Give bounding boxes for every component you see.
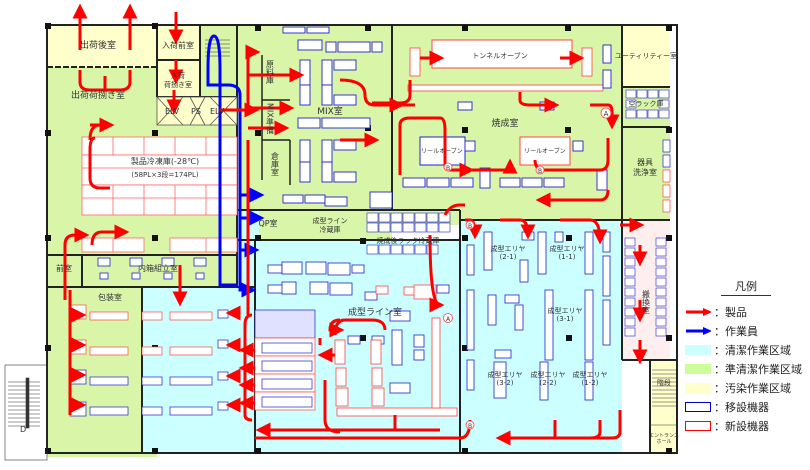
legend-label: ：準清潔作業区域 [714, 362, 802, 376]
label-elv-1: ELV [165, 107, 180, 116]
legend-item-moved-equipment: ：移設機器 [685, 397, 810, 416]
label-packing-room: 包装室 [98, 292, 122, 302]
clean-zone-swatch [685, 344, 711, 355]
markers: A B B A B B [443, 107, 612, 430]
marker-b-2: B [538, 168, 542, 175]
label-area-3-1: 成型エリヤ(3-1) [548, 306, 583, 323]
label-area-1-2: 成型エリヤ(1-2) [573, 370, 608, 387]
legend-item-clean-zone: ：清潔作業区域 [685, 340, 810, 359]
label-area-3-2: 成型エリヤ(3-2) [488, 370, 523, 387]
legend-label: ：新設機器 [714, 419, 769, 433]
moved-equipment-swatch [685, 401, 711, 412]
label-inner-box-room: 内箱組立室 [138, 263, 178, 273]
wash-room-equipment [662, 139, 671, 213]
label-baking-room: 焼成室 [491, 117, 518, 129]
zone-wash [622, 127, 670, 220]
label-front-room: 前室 [56, 263, 72, 273]
label-mix-prep: MIX準備 [266, 103, 275, 135]
legend-item-new-equipment: ：新設機器 [685, 416, 810, 435]
contaminated-zone-swatch [685, 382, 711, 393]
rack-fridge-grid [366, 212, 451, 255]
label-rack-fridge: 焼成後ラック冷蔵庫 [377, 236, 440, 245]
label-material-room: 原料庫 [266, 60, 275, 85]
label-qp-room: QP室 [258, 218, 277, 228]
label-frozen-storage: 製品冷凍庫(-28℃) [131, 156, 199, 166]
label-forming-line-room: 成型ライン室 [348, 306, 402, 318]
stairs-left [4, 364, 48, 461]
label-tool-wash: 器具洗浄室 [633, 158, 657, 177]
columns [45, 23, 672, 454]
zone-shipping-back [47, 25, 157, 67]
label-line-fridge: 成型ライン冷蔵庫 [313, 216, 348, 234]
label-entrance-hall: エントランスホール [649, 433, 679, 445]
empty-rack-grid [625, 89, 670, 119]
label-utility-room: ユーティリティー室 [615, 51, 677, 60]
label-exchange: 搬換室 [642, 289, 651, 314]
label-stairs-right: 階段 [657, 378, 671, 387]
label-area-2-1: 成型エリヤ(2-1) [491, 244, 526, 261]
label-mix-room: MIX室 [317, 105, 343, 117]
semi-clean-zone-swatch [685, 363, 711, 374]
label-empty-rack: 空ラック庫 [629, 99, 664, 108]
legend-label: ：清潔作業区域 [714, 343, 791, 357]
label-shipping-sort: 出荷荷捌き室 [71, 89, 125, 101]
exchange-racks [624, 237, 667, 337]
legend-label: ：汚染作業区域 [714, 381, 791, 395]
new-equipment-swatch [685, 420, 711, 431]
tunnel-oven: トンネルオーブン [407, 39, 604, 92]
forming-line-equipment [267, 261, 458, 417]
red-arrow-icon [686, 307, 711, 316]
legend-item-worker-flow: ：作業員 [685, 321, 810, 340]
reel-oven-a-label: リールオーブン [421, 147, 463, 155]
legend: 凡例 ：製品 ：作業員 ：清潔作業区域 ：準清潔作業区域 ：汚染作業区域 ：移設… [685, 278, 810, 435]
tunnel-oven-label: トンネルオーブン [472, 51, 527, 60]
label-frozen-capacity: (58PL×3段=174PL) [131, 170, 198, 179]
frozen-storage-racks [81, 136, 238, 253]
label-receiving-sort: 入荷荷捌き室 [164, 71, 192, 89]
marker-b-4: B [468, 423, 472, 430]
moved-equipment [282, 26, 612, 209]
legend-item-semi-clean-zone: ：準清潔作業区域 [685, 359, 810, 378]
freezer-line-racks [254, 309, 316, 411]
label-elv-2: ELV [210, 107, 225, 116]
label-warehouse: 倉庫室 [271, 151, 280, 176]
inner-box-equipment [97, 257, 207, 280]
zone-utility [622, 25, 670, 87]
reel-oven-a: リールオーブン [419, 136, 466, 166]
label-receiving-front: 入荷前室 [162, 40, 194, 50]
reel-oven-b-label: リールオーブン [524, 147, 566, 155]
reel-oven-b: リールオーブン [519, 136, 571, 166]
product-flow-arrows [63, 3, 648, 446]
label-ps: PS [191, 107, 201, 116]
legend-item-product-flow: ：製品 [685, 302, 810, 321]
label-area-2-2: 成型エリヤ(2-2) [531, 370, 566, 387]
legend-label: ：製品 [714, 305, 747, 319]
marker-b-3: B [468, 223, 472, 230]
label-stairs-left: D [20, 425, 26, 434]
marker-a-1: A [604, 110, 609, 118]
blue-arrow-icon [686, 326, 711, 335]
forming-area-equipment [466, 231, 611, 401]
marker-b-1: B [446, 165, 450, 172]
stairs-right [650, 369, 677, 426]
marker-a-2: A [446, 316, 451, 323]
legend-label: ：作業員 [714, 324, 758, 338]
room-labels: 出荷後室 入荷前室 入荷荷捌き室 出荷荷捌き室 ELV PS ELV 原料庫 M… [20, 39, 679, 445]
legend-label: ：移設機器 [714, 400, 769, 414]
legend-title: 凡例 [721, 278, 771, 296]
label-shipping-back: 出荷後室 [80, 39, 116, 51]
legend-item-contaminated-zone: ：汚染作業区域 [685, 378, 810, 397]
label-area-1-1: 成型エリヤ(1-1) [550, 244, 585, 261]
